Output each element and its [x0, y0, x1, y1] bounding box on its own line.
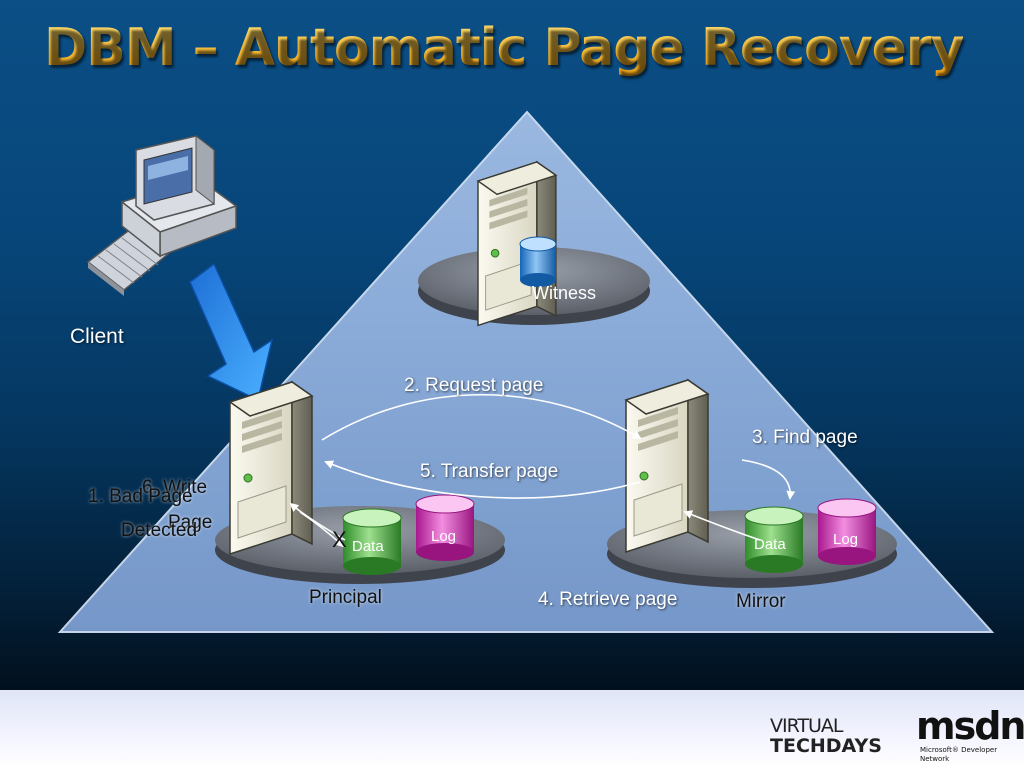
transfer-page-arrow	[324, 460, 641, 499]
witness-db-icon	[519, 236, 557, 287]
principal-log-cylinder-icon	[415, 494, 475, 561]
step-4-label: 4. Retrieve page	[538, 589, 678, 610]
step-2-label: 2. Request page	[404, 375, 544, 396]
msdn-logo-subtext: Microsoft® Developer Network	[920, 746, 998, 763]
write-page-arrow	[289, 502, 346, 541]
retrieve-page-arrow	[683, 510, 761, 541]
mirror-log-label: Log	[833, 531, 859, 548]
write-page-arrow-back	[299, 511, 345, 548]
principal-server-icon	[229, 381, 313, 555]
mirror-log-cylinder-icon	[817, 498, 877, 565]
slide-title: DBM – Automatic Page Recovery	[44, 18, 964, 78]
footer-band	[0, 690, 1024, 768]
virtual-techdays-logo-line1: VIRTUAL	[770, 715, 844, 737]
virtual-techdays-logo-line2: TECHDAYS	[770, 735, 882, 757]
bad-page-marker: X	[332, 527, 347, 552]
witness-label: Witness	[532, 283, 597, 303]
step-6-label-line2: Page	[168, 512, 213, 533]
step-6-label-line1: 6. Write	[142, 477, 208, 498]
principal-data-label: Data	[352, 538, 384, 555]
principal-log-label: Log	[431, 528, 457, 545]
mirror-data-cylinder-icon	[744, 506, 804, 573]
request-page-arrow	[321, 394, 642, 441]
find-page-arrow	[741, 459, 796, 500]
step-5-label: 5. Transfer page	[420, 461, 559, 482]
step-1-label-line1: 1. Bad Page	[88, 486, 193, 507]
client-computer-icon	[86, 134, 238, 296]
msdn-logo-text: msdn	[916, 704, 1024, 748]
mirror-server-icon	[625, 379, 709, 553]
principal-label: Principal	[309, 587, 382, 608]
mirror-data-label: Data	[754, 536, 786, 553]
mirror-label: Mirror	[736, 591, 786, 612]
step-1-label-line2: Detected	[121, 520, 198, 541]
virtual-techdays-logo: VIRTUAL TECHDAYS	[770, 716, 882, 756]
msdn-logo: msdn Microsoft® Developer Network	[916, 706, 1024, 764]
client-label: Client	[70, 325, 124, 348]
client-to-principal-arrow	[189, 262, 274, 402]
step-3-label: 3. Find page	[752, 427, 858, 448]
principal-data-cylinder-icon	[342, 508, 402, 575]
